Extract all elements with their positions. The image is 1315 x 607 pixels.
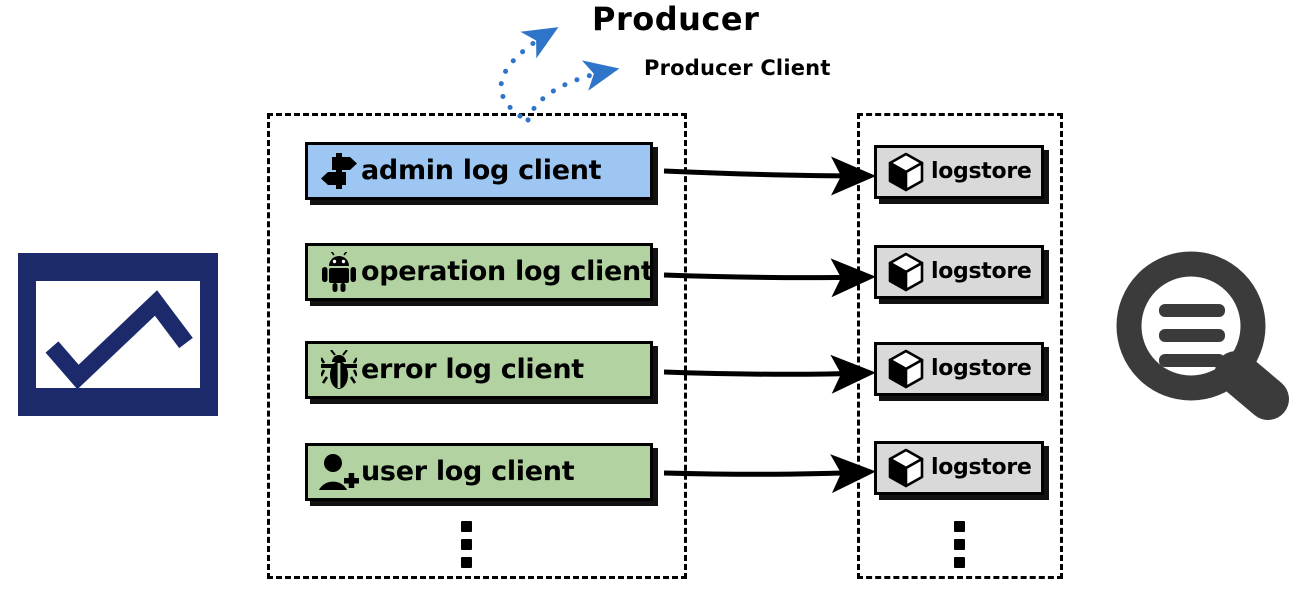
logstore-label: logstore — [931, 356, 1032, 381]
user-add-icon — [318, 451, 360, 493]
ellipsis-dot — [461, 521, 472, 532]
logstores-container — [857, 113, 1063, 579]
log-search-magnifier-icon — [1108, 248, 1293, 420]
client-label: error log client — [361, 354, 584, 385]
client-box-operation[interactable]: operation log client — [305, 243, 654, 301]
logstore-box-4[interactable]: logstore — [874, 441, 1044, 495]
cube-icon — [885, 151, 927, 193]
client-box-error[interactable]: error log client — [305, 341, 653, 399]
ellipsis-dot — [954, 521, 965, 532]
ellipsis-dot — [461, 539, 472, 550]
annotation-label-producer: Producer — [592, 0, 760, 38]
logstore-box-3[interactable]: logstore — [874, 342, 1044, 396]
monitor-screen — [36, 281, 200, 388]
client-box-user[interactable]: user log client — [305, 443, 653, 501]
logstore-label: logstore — [931, 259, 1032, 284]
flow-arrow-user — [663, 454, 876, 494]
client-label: operation log client — [361, 256, 654, 287]
monitor-chart-icon — [18, 253, 218, 416]
ellipsis-dot — [954, 557, 965, 568]
flow-arrow-operation — [663, 258, 876, 298]
cube-icon — [885, 348, 927, 390]
annotation-label-producer-client: Producer Client — [644, 56, 831, 80]
annotation-arrow-producer — [498, 27, 559, 119]
cube-icon — [885, 251, 927, 293]
cube-icon — [885, 447, 927, 489]
ellipsis-dot — [954, 539, 965, 550]
client-label: user log client — [361, 456, 575, 487]
ellipsis-dot — [461, 557, 472, 568]
flow-arrow-admin — [663, 156, 876, 196]
logstore-label: logstore — [931, 159, 1032, 184]
android-icon — [318, 251, 360, 293]
bug-icon — [318, 349, 360, 391]
clients-more-ellipsis — [461, 521, 472, 568]
logstore-box-2[interactable]: logstore — [874, 245, 1044, 299]
client-box-admin[interactable]: admin log client — [305, 142, 653, 200]
logstore-box-1[interactable]: logstore — [874, 145, 1044, 199]
flow-arrow-error — [663, 354, 876, 394]
logstores-more-ellipsis — [954, 521, 965, 568]
logstore-label: logstore — [931, 455, 1032, 480]
client-label: admin log client — [361, 155, 602, 186]
clients-container — [267, 113, 687, 579]
signpost-icon — [318, 150, 360, 192]
